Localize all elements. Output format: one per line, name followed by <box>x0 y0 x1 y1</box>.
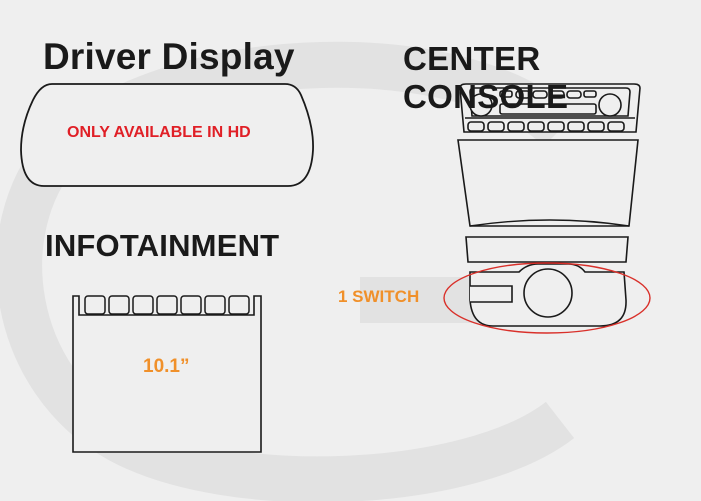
driver-display-title: Driver Display <box>43 36 295 77</box>
switch-knob-icon <box>523 268 573 318</box>
driver-display-outline <box>20 83 314 187</box>
right-knob-icon <box>598 93 622 117</box>
radio-bottom-button-row <box>467 121 625 132</box>
center-console-middle-panel <box>457 139 639 227</box>
screen-size-label: 10.1” <box>143 356 190 377</box>
left-knob-icon <box>469 93 493 117</box>
center-console-title: CENTER CONSOLE <box>403 40 569 115</box>
center-console-strip <box>465 236 629 263</box>
infotainment-title: INFOTAINMENT <box>45 228 280 263</box>
center-console-radio-unit <box>459 83 641 133</box>
infotainment-screen-outline <box>72 295 262 453</box>
radio-top-buttons <box>499 90 597 115</box>
switch-panel <box>469 263 627 327</box>
switch-count-label: 1 SWITCH <box>338 287 420 306</box>
infotainment-button-row <box>84 295 250 315</box>
switch-highlight-ellipse <box>443 262 651 334</box>
hd-availability-note: ONLY AVAILABLE IN HD <box>67 124 251 141</box>
